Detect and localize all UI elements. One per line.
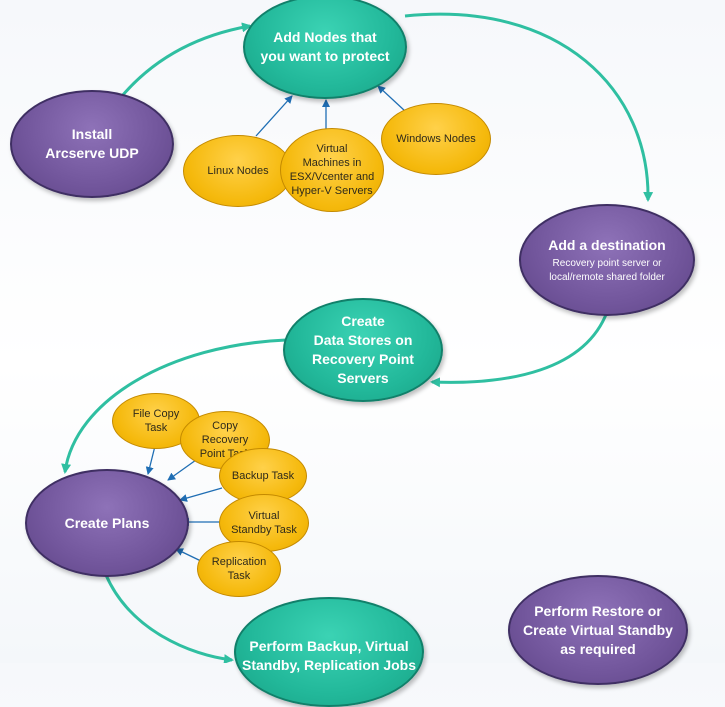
destination-step: Add a destination Recovery point server … <box>519 204 695 316</box>
virtual-standby-task-label: Virtual Standby Task <box>231 510 297 536</box>
linux-nodes-item: Linux Nodes <box>183 135 293 207</box>
create-plans-step: Create Plans <box>25 469 189 577</box>
create-plans-title: Create Plans <box>64 514 150 531</box>
arrow-install-to-add-nodes <box>120 22 252 97</box>
arrow-plans-to-perform-backup <box>104 574 234 663</box>
add-nodes-title: Add Nodes that you want to protect <box>260 29 390 64</box>
workflow-connectors <box>61 12 654 663</box>
virtual-machines-item: Virtual Machines in ESX/Vcenter and Hype… <box>280 128 384 212</box>
arrow-windows-to-add-nodes <box>377 85 406 112</box>
perform-restore-step: Perform Restore or Create Virtual Standb… <box>508 575 688 685</box>
replication-task-item: Replication Task <box>197 541 281 597</box>
perform-backup-step: Perform Backup, Virtual Standby, Replica… <box>234 597 424 707</box>
data-stores-title: Create Data Stores on Recovery Point Ser… <box>312 313 414 386</box>
linux-nodes-label: Linux Nodes <box>207 165 269 177</box>
perform-restore-title: Perform Restore or Create Virtual Standb… <box>523 603 673 657</box>
data-stores-step: Create Data Stores on Recovery Point Ser… <box>283 298 443 402</box>
perform-backup-title: Perform Backup, Virtual Standby, Replica… <box>242 638 416 673</box>
arrow-backup-to-plans <box>179 487 223 502</box>
windows-nodes-label: Windows Nodes <box>396 133 476 145</box>
backup-task-label: Backup Task <box>231 470 295 482</box>
arrow-destination-to-data-stores <box>430 311 609 388</box>
file-copy-task-label: File Copy Task <box>132 408 180 434</box>
arrow-add-nodes-to-destination <box>404 12 654 202</box>
arrow-data-stores-to-plans <box>61 338 287 474</box>
backup-task-item: Backup Task <box>219 448 307 504</box>
virtual-machines-label: Virtual Machines in ESX/Vcenter and Hype… <box>289 143 375 197</box>
install-title: Install Arcserve UDP <box>45 126 139 161</box>
arrow-file-copy-to-plans <box>145 445 156 475</box>
destination-subtitle: Recovery point server or local/remote sh… <box>549 257 665 283</box>
install-step: Install Arcserve UDP <box>10 90 174 198</box>
replication-task-label: Replication Task <box>211 556 267 582</box>
arrow-linux-to-add-nodes <box>255 95 293 137</box>
destination-title: Add a destination <box>548 236 666 253</box>
arrow-copy-rp-to-plans <box>167 459 197 481</box>
windows-nodes-item: Windows Nodes <box>381 103 491 175</box>
add-nodes-step: Add Nodes that you want to protect <box>243 0 407 99</box>
